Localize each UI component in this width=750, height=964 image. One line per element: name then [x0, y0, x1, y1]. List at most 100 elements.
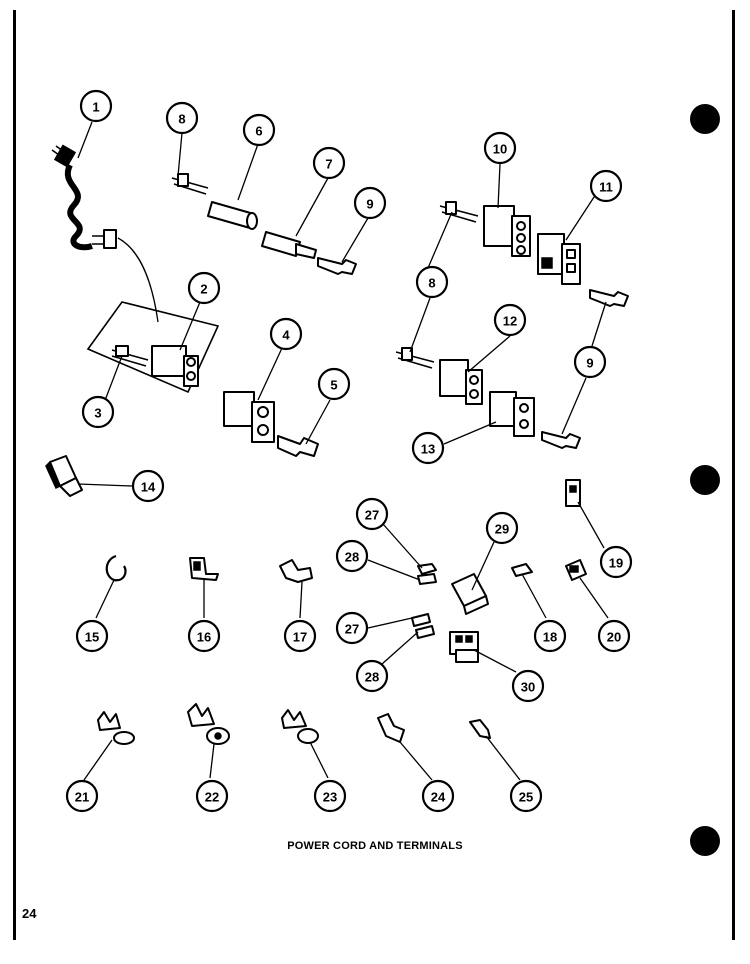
- callout-circle: [187, 619, 221, 653]
- callout-14: 14: [131, 469, 165, 503]
- callout-label: 27: [365, 508, 379, 523]
- part-housing-11: [537, 233, 581, 285]
- callout-label: 19: [609, 556, 623, 571]
- part-terminal-28b: [415, 625, 435, 639]
- callout-circle: [589, 169, 623, 203]
- part-clip-15: [105, 554, 127, 582]
- callout-11: 11: [589, 169, 623, 203]
- callout-17: 17: [283, 619, 317, 653]
- part-terminal-20: [565, 559, 587, 581]
- callout-circle: [421, 779, 455, 813]
- callout-circle: [283, 619, 317, 653]
- callout-13: 13: [411, 431, 445, 465]
- part-sleeve-7: [261, 231, 317, 259]
- callout-circle: [355, 659, 389, 693]
- callout-circle: [355, 497, 389, 531]
- part-terminal-27a: [417, 563, 437, 575]
- callout-label: 24: [431, 790, 446, 805]
- leader-lines: [77, 121, 609, 781]
- callout-5: 5: [317, 367, 351, 401]
- callout-circle: [485, 511, 519, 545]
- callout-circle: [242, 113, 276, 147]
- callout-25: 25: [509, 779, 543, 813]
- callout-label: 9: [366, 197, 373, 212]
- callout-label: 6: [255, 124, 262, 139]
- callout-label: 2: [200, 282, 207, 297]
- callout-4: 4: [269, 317, 303, 351]
- callout-circle: [411, 431, 445, 465]
- callout-8: 8: [415, 265, 449, 299]
- part-terminal-9c: [541, 431, 581, 449]
- callout-circle: [317, 367, 351, 401]
- part-terminal-8c: [395, 347, 435, 369]
- callout-label: 17: [293, 630, 307, 645]
- part-plug-assembly: [86, 301, 220, 394]
- callout-label: 21: [75, 790, 89, 805]
- part-housing-30: [449, 631, 479, 663]
- page-frame: [13, 10, 735, 940]
- callout-23: 23: [313, 779, 347, 813]
- callout-label: 22: [205, 790, 219, 805]
- part-terminal-21: [97, 711, 135, 745]
- callout-8: 8: [165, 101, 199, 135]
- callout-22: 22: [195, 779, 229, 813]
- callout-label: 14: [141, 480, 156, 495]
- callout-28: 28: [355, 659, 389, 693]
- part-housing-13: [489, 391, 535, 437]
- part-terminal-5: [277, 435, 319, 457]
- callout-18: 18: [533, 619, 567, 653]
- callout-circle: [597, 619, 631, 653]
- callout-circle: [509, 779, 543, 813]
- part-sleeve-6: [207, 201, 258, 230]
- binder-hole-middle: [690, 465, 720, 495]
- callout-circle: [75, 619, 109, 653]
- part-terminal-8a: [171, 173, 209, 195]
- callout-label: 5: [330, 378, 337, 393]
- callout-21: 21: [65, 779, 99, 813]
- callout-label: 29: [495, 522, 509, 537]
- callout-label: 4: [282, 328, 290, 343]
- callout-20: 20: [597, 619, 631, 653]
- callout-circle: [165, 101, 199, 135]
- callout-circle: [79, 89, 113, 123]
- callout-label: 20: [607, 630, 621, 645]
- callout-9: 9: [353, 186, 387, 220]
- callout-circle: [131, 469, 165, 503]
- part-terminal-9b: [589, 289, 629, 307]
- callout-label: 12: [503, 314, 517, 329]
- callout-label: 15: [85, 630, 99, 645]
- callout-label: 28: [345, 550, 359, 565]
- callout-19: 19: [599, 545, 633, 579]
- callout-circle: [353, 186, 387, 220]
- callout-label: 23: [323, 790, 337, 805]
- part-terminal-16: [189, 557, 219, 581]
- callout-circle: [415, 265, 449, 299]
- callout-label: 25: [519, 790, 533, 805]
- callout-circle: [533, 619, 567, 653]
- part-bracket-14: [45, 455, 83, 497]
- callout-27: 27: [355, 497, 389, 531]
- callout-label: 27: [345, 622, 359, 637]
- callout-circle: [573, 345, 607, 379]
- part-terminal-18: [511, 563, 533, 577]
- part-terminal-23: [281, 709, 319, 744]
- callout-label: 13: [421, 442, 435, 457]
- callout-label: 28: [365, 670, 379, 685]
- callout-28: 28: [335, 539, 369, 573]
- callout-circle: [483, 131, 517, 165]
- callout-label: 10: [493, 142, 507, 157]
- part-terminal-22: [187, 703, 230, 745]
- part-terminal-19: [565, 479, 581, 507]
- part-terminal-27b: [411, 613, 431, 627]
- callout-10: 10: [483, 131, 517, 165]
- callout-label: 3: [94, 406, 101, 421]
- callout-label: 9: [586, 356, 593, 371]
- callout-7: 7: [312, 146, 346, 180]
- callout-circle: [312, 146, 346, 180]
- callout-3: 3: [81, 395, 115, 429]
- callout-circle: [313, 779, 347, 813]
- callout-30: 30: [511, 669, 545, 703]
- callout-circle: [599, 545, 633, 579]
